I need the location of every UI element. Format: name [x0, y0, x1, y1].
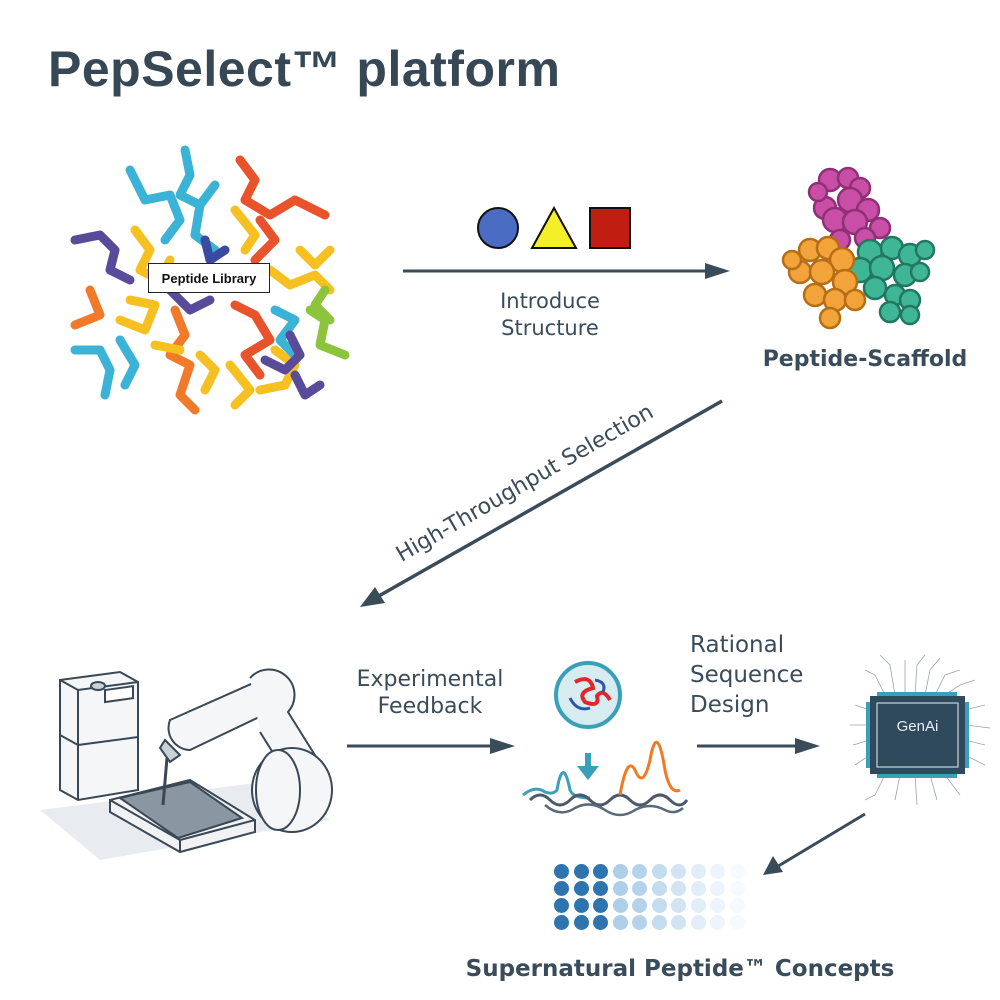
- high-throughput-selection-arrow: [360, 399, 723, 607]
- rational-design-label: Rational Sequence Design: [690, 630, 830, 720]
- introduce-structure-arrow: [403, 263, 730, 279]
- rational-design-line2: Sequence: [690, 662, 804, 688]
- peptide-library-icon: [70, 145, 350, 415]
- peptide-dot: [554, 864, 569, 879]
- peptide-dot: [651, 915, 667, 930]
- peptide-dot: [593, 915, 608, 930]
- peptide-dot: [690, 915, 706, 930]
- design-to-concepts-arrow: [763, 812, 866, 875]
- peptide-dot: [612, 915, 628, 930]
- peptide-dot: [729, 881, 745, 896]
- peptide-scaffold-label: Peptide-Scaffold: [762, 347, 968, 372]
- experimental-feedback-arrow: [347, 738, 515, 754]
- peptide-dot: [554, 898, 569, 913]
- triangle-shape-icon: [530, 205, 578, 249]
- experimental-feedback-line2: Feedback: [377, 694, 483, 719]
- peptide-dot: [671, 864, 686, 879]
- page-title: PepSelect™ platform: [48, 41, 561, 97]
- peptide-dot: [729, 864, 745, 879]
- peptide-dot: [651, 864, 667, 879]
- peptide-cell-icon: [554, 661, 622, 729]
- peptide-dot: [690, 881, 706, 896]
- peptide-dot: [710, 915, 725, 930]
- peptide-dot: [710, 881, 725, 896]
- peptide-dot: [632, 898, 647, 913]
- experimental-feedback-line1: Experimental: [356, 667, 504, 692]
- peptide-dot: [671, 898, 686, 913]
- peptide-dot: [573, 915, 589, 930]
- peptide-dot: [690, 898, 706, 913]
- structure-shapes: [477, 205, 631, 249]
- introduce-structure-line1: Introduce: [500, 289, 600, 313]
- rational-design-line1: Rational: [690, 632, 785, 658]
- peptide-dot: [573, 864, 589, 879]
- peptide-dot: [554, 881, 569, 896]
- introduce-structure-label: Introduce Structure: [450, 288, 650, 342]
- peptide-dot: [632, 881, 647, 896]
- peptide-library-label: Peptide Library: [148, 263, 270, 293]
- peptide-dot: [651, 881, 667, 896]
- rational-design-line3: Design: [690, 692, 770, 718]
- experimental-feedback-label: Experimental Feedback: [330, 666, 530, 720]
- peptide-dot: [554, 915, 569, 930]
- peptide-scaffold-icon: [781, 166, 936, 330]
- peptide-dot: [593, 881, 608, 896]
- peptide-dot: [632, 915, 647, 930]
- peptide-dot: [612, 898, 628, 913]
- peptide-dot: [651, 898, 667, 913]
- peptide-dot: [612, 881, 628, 896]
- peptide-dot: [710, 898, 725, 913]
- peptide-analysis-icon: [522, 661, 689, 817]
- peptide-dot: [690, 864, 706, 879]
- peptide-dot: [612, 864, 628, 879]
- peptide-dot: [729, 898, 745, 913]
- peptide-dot: [710, 864, 725, 879]
- peptide-dot: [573, 898, 589, 913]
- peptide-dot: [593, 864, 608, 879]
- square-shape-icon: [589, 207, 631, 249]
- concepts-label: Supernatural Peptide™ Concepts: [465, 956, 895, 982]
- peptide-dot: [632, 864, 647, 879]
- peptide-dot: [593, 898, 608, 913]
- peptide-dot: [671, 915, 686, 930]
- genai-chip-label: GenAi: [896, 718, 939, 735]
- peptide-dot: [729, 915, 745, 930]
- lab-robot-arm-icon: [40, 668, 333, 860]
- peptide-dot-matrix-icon: [554, 864, 746, 932]
- introduce-structure-line2: Structure: [501, 316, 599, 340]
- peptide-dot: [671, 881, 686, 896]
- ai-chip-icon: [850, 654, 991, 806]
- rational-design-arrow: [697, 738, 820, 754]
- circle-shape-icon: [477, 207, 519, 249]
- peptide-dot: [573, 881, 589, 896]
